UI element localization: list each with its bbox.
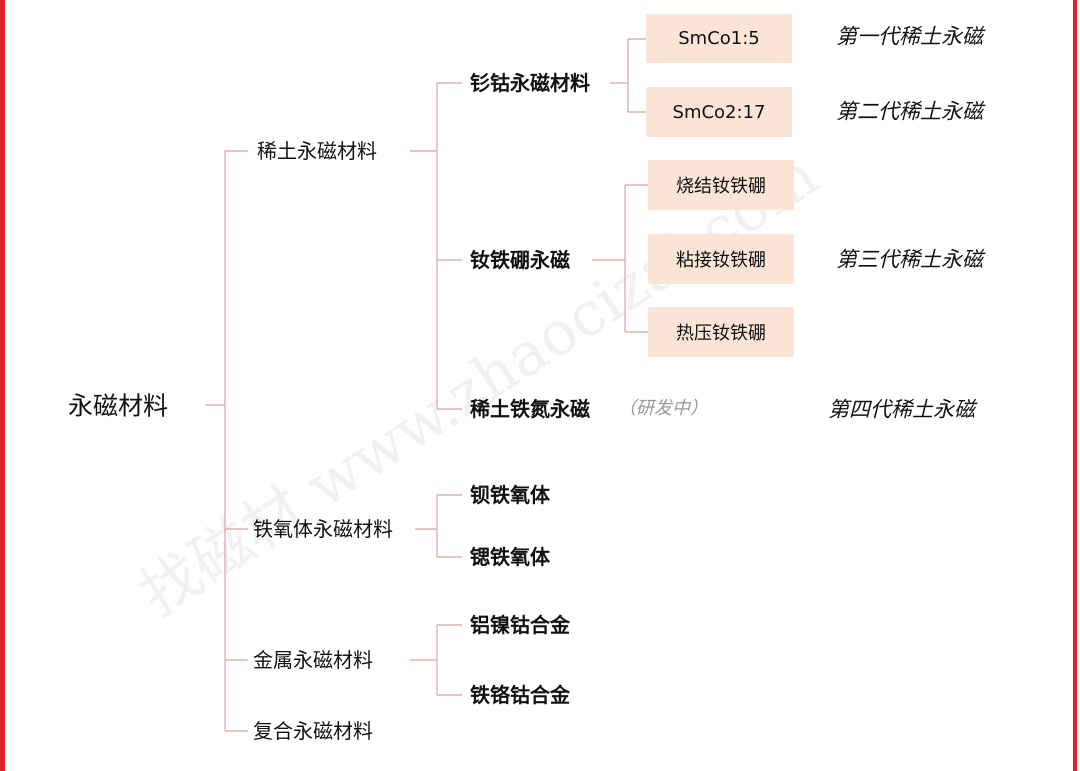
node-refen: 稀土铁氮永磁	[470, 397, 590, 421]
node-composite: 复合永磁材料	[253, 719, 373, 743]
box-bonded-ndfeb: 粘接钕铁硼	[648, 234, 794, 284]
box-sintered-ndfeb: 烧结钕铁硼	[648, 160, 794, 210]
node-alnico: 铝镍钴合金	[470, 613, 570, 637]
box-smco217: SmCo2:17	[646, 87, 792, 137]
node-fecrco: 铁铬钴合金	[470, 683, 570, 707]
label-gen-1: 第一代稀土永磁	[836, 24, 983, 49]
node-smco: 钐钴永磁材料	[470, 71, 590, 95]
box-smco15: SmCo1:5	[646, 14, 792, 63]
root-node: 永磁材料	[68, 391, 169, 421]
node-ba-ferrite: 钡铁氧体	[470, 483, 550, 507]
node-rare-earth: 稀土永磁材料	[257, 139, 377, 163]
frame-left-border	[0, 0, 5, 771]
node-metal: 金属永磁材料	[253, 648, 373, 672]
box-hotpressed-ndfeb: 热压钕铁硼	[648, 307, 794, 357]
node-sr-ferrite: 锶铁氧体	[470, 545, 550, 569]
node-ferrite: 铁氧体永磁材料	[253, 517, 393, 541]
frame-right-border	[1073, 0, 1077, 771]
node-refen-note: （研发中）	[618, 398, 708, 419]
label-gen-2: 第二代稀土永磁	[836, 99, 983, 124]
label-gen-4: 第四代稀土永磁	[828, 397, 975, 422]
label-gen-3: 第三代稀土永磁	[836, 247, 983, 272]
node-ndfeb: 钕铁硼永磁	[470, 248, 570, 272]
